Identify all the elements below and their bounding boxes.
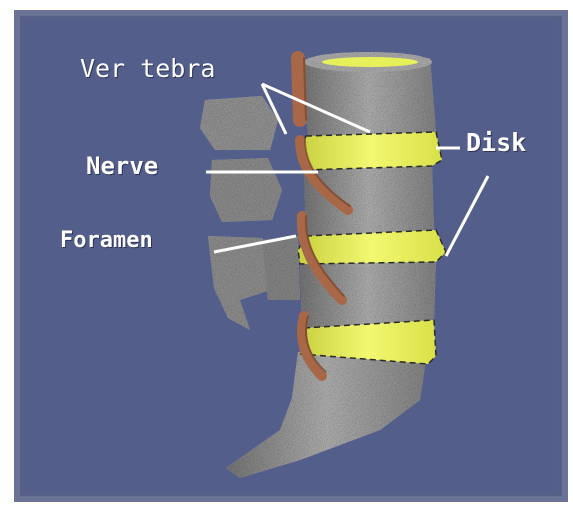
label-disk: Disk [466, 128, 526, 157]
label-nerve: Nerve [86, 152, 158, 180]
label-vertebra: Ver tebra [80, 54, 215, 83]
label-foramen: Foramen [60, 228, 153, 253]
